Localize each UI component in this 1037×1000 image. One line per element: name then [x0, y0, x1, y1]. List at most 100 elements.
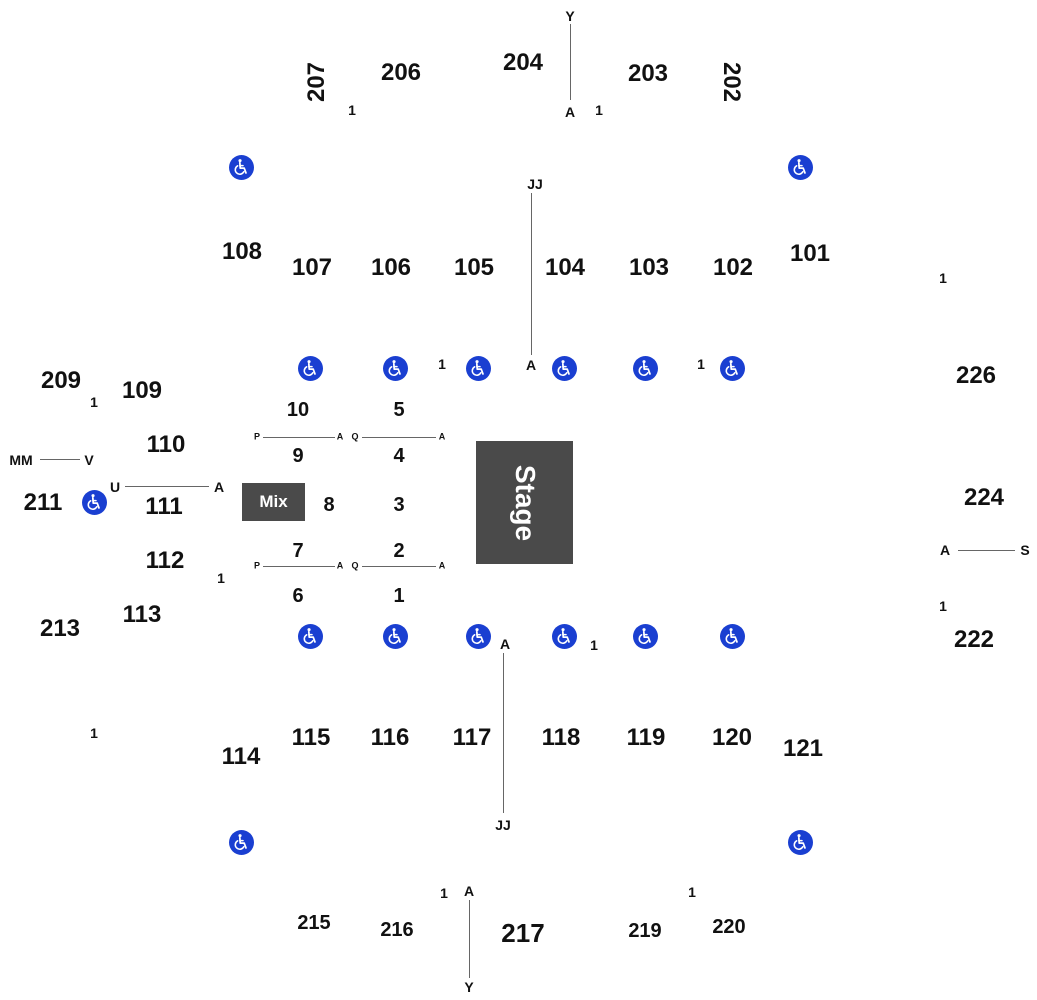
section-109[interactable]: 109 [121, 377, 163, 404]
row-marker-1: 1 [217, 570, 225, 586]
section-202[interactable]: 202 [718, 61, 745, 103]
wheelchair-accessible-icon [551, 355, 577, 381]
row-marker-1: 1 [90, 725, 98, 741]
section-118[interactable]: 118 [541, 724, 581, 751]
row-marker-q: Q [351, 560, 359, 571]
floor-section-2[interactable]: 2 [393, 540, 405, 562]
wheelchair-accessible-icon [297, 623, 323, 649]
section-102[interactable]: 102 [712, 254, 754, 281]
row-marker-a: A [336, 431, 344, 442]
section-117[interactable]: 117 [452, 724, 492, 751]
row-marker-1: 1 [939, 598, 947, 614]
row-marker-jj: JJ [527, 176, 543, 192]
row-marker-a: A [336, 560, 344, 571]
section-213[interactable]: 213 [39, 615, 81, 642]
section-110[interactable]: 110 [146, 431, 186, 458]
row-line-204 [570, 24, 571, 100]
row-marker-a: A [939, 542, 951, 558]
section-111[interactable]: 111 [145, 493, 183, 520]
section-113[interactable]: 113 [122, 601, 162, 628]
floor-section-10[interactable]: 10 [286, 399, 310, 421]
row-marker-a: A [525, 357, 537, 373]
wheelchair-accessible-icon [297, 355, 323, 381]
row-marker-1: 1 [590, 637, 598, 653]
floor-section-5[interactable]: 5 [393, 399, 405, 421]
wheelchair-accessible-icon [719, 623, 745, 649]
row-marker-a: A [213, 479, 225, 495]
mix-booth: Mix [242, 483, 305, 521]
wheelchair-accessible-icon [465, 355, 491, 381]
section-207[interactable]: 207 [303, 61, 330, 103]
row-marker-1: 1 [595, 102, 603, 118]
section-104[interactable]: 104 [544, 254, 586, 281]
row-marker-1: 1 [697, 356, 705, 372]
section-222[interactable]: 222 [953, 626, 995, 653]
row-marker-1: 1 [939, 270, 947, 286]
floor-section-7[interactable]: 7 [292, 540, 304, 562]
floor-section-1[interactable]: 1 [393, 585, 405, 607]
wheelchair-accessible-icon [632, 623, 658, 649]
row-marker-q: Q [351, 431, 359, 442]
row-marker-1: 1 [688, 884, 696, 900]
stage: Stage [476, 441, 573, 564]
section-219[interactable]: 219 [628, 920, 662, 942]
row-marker-1: 1 [348, 102, 356, 118]
floor-section-6[interactable]: 6 [292, 585, 304, 607]
section-216[interactable]: 216 [380, 919, 414, 941]
section-220[interactable]: 220 [712, 916, 746, 938]
section-209[interactable]: 209 [40, 367, 82, 394]
row-line-floor-1 [362, 566, 436, 567]
wheelchair-accessible-icon [228, 829, 254, 855]
section-103[interactable]: 103 [628, 254, 670, 281]
section-217[interactable]: 217 [501, 918, 545, 948]
section-108[interactable]: 108 [221, 238, 263, 265]
stage-label: Stage [509, 464, 541, 541]
wheelchair-accessible-icon [81, 489, 107, 515]
section-204[interactable]: 204 [502, 49, 544, 76]
row-marker-s: S [1020, 542, 1030, 558]
section-121[interactable]: 121 [782, 735, 824, 762]
section-203[interactable]: 203 [627, 60, 669, 87]
row-marker-a: A [499, 636, 511, 652]
section-112[interactable]: 112 [145, 547, 185, 574]
section-101[interactable]: 101 [789, 240, 831, 267]
section-107[interactable]: 107 [291, 254, 333, 281]
wheelchair-accessible-icon [632, 355, 658, 381]
row-marker-a: A [564, 104, 576, 120]
section-114[interactable]: 114 [221, 743, 261, 770]
row-marker-v: V [84, 452, 94, 468]
row-marker-p: P [253, 431, 261, 442]
floor-section-4[interactable]: 4 [393, 445, 405, 467]
wheelchair-accessible-icon [228, 154, 254, 180]
mix-label: Mix [259, 492, 288, 511]
section-115[interactable]: 115 [291, 724, 331, 751]
section-224[interactable]: 224 [963, 484, 1005, 511]
section-211[interactable]: 211 [23, 489, 63, 516]
floor-section-9[interactable]: 9 [292, 445, 304, 467]
row-marker-a: A [438, 560, 446, 571]
wheelchair-accessible-icon [551, 623, 577, 649]
section-226[interactable]: 226 [955, 362, 997, 389]
section-206[interactable]: 206 [380, 59, 422, 86]
wheelchair-accessible-icon [787, 829, 813, 855]
row-marker-p: P [253, 560, 261, 571]
section-215[interactable]: 215 [297, 912, 331, 934]
row-marker-u: U [109, 479, 121, 495]
floor-section-8[interactable]: 8 [323, 494, 335, 516]
floor-section-3[interactable]: 3 [393, 494, 405, 516]
row-marker-1: 1 [438, 356, 446, 372]
wheelchair-accessible-icon [719, 355, 745, 381]
row-marker-1: 1 [90, 394, 98, 410]
row-marker-a: A [438, 431, 446, 442]
section-106[interactable]: 106 [370, 254, 412, 281]
section-105[interactable]: 105 [453, 254, 495, 281]
section-119[interactable]: 119 [626, 724, 666, 751]
row-line-104 [531, 193, 532, 355]
section-120[interactable]: 120 [711, 724, 753, 751]
row-line-224 [958, 550, 1015, 551]
row-marker-a: A [463, 883, 475, 899]
wheelchair-accessible-icon [465, 623, 491, 649]
row-line-floor-9 [263, 437, 335, 438]
section-116[interactable]: 116 [370, 724, 410, 751]
